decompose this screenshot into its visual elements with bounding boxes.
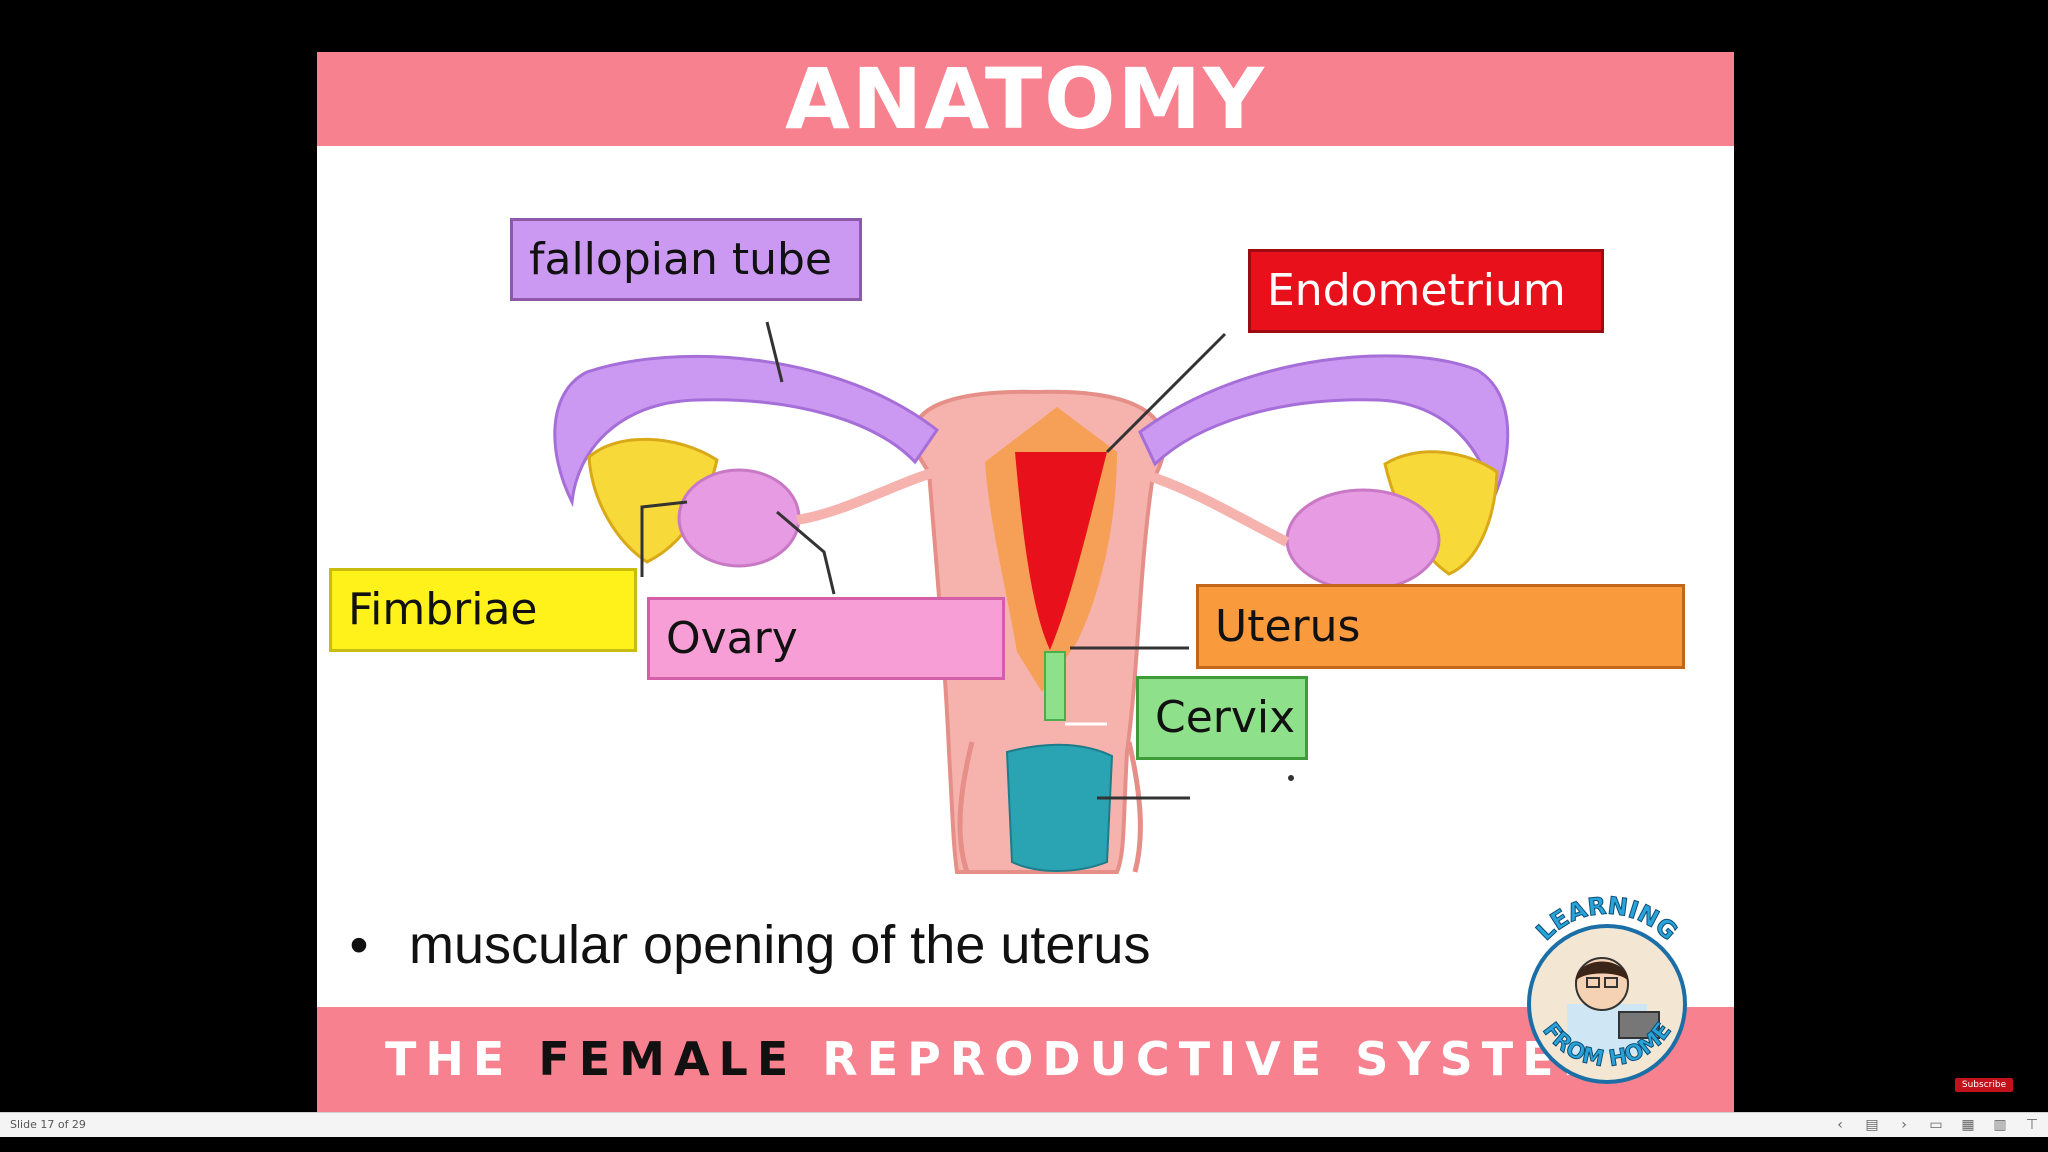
reading-view-icon[interactable]: ▥ [1993, 1117, 2007, 1133]
footer-emphasis: FEMALE [538, 1032, 798, 1086]
prev-icon[interactable]: ‹ [1837, 1117, 1843, 1133]
status-bar-controls: ‹ ▤ › ▭ ▦ ▥ ⊤ [1830, 1116, 2042, 1134]
left-fallopian-tube [553, 354, 940, 508]
label-fimbriae: Fimbriae [329, 568, 637, 652]
footer-banner [317, 1007, 1734, 1112]
footer-prefix: THE [385, 1032, 539, 1086]
right-ovary [1285, 488, 1441, 592]
slide-canvas: ANATOMY f [317, 52, 1734, 1112]
label-uterus: Uterus [1196, 584, 1685, 669]
cervix-shape [1044, 651, 1066, 721]
sorter-view-icon[interactable]: ▦ [1961, 1117, 1975, 1133]
slide-counter: Slide 17 of 29 [10, 1118, 86, 1131]
footer-title: THE FEMALE REPRODUCTIVE SYSTEM [385, 1030, 1617, 1088]
footer-suffix: REPRODUCTIVE SYSTEM [797, 1032, 1618, 1086]
label-endometrium: Endometrium [1248, 249, 1604, 333]
label-ovary: Ovary [647, 597, 1005, 680]
slideshow-icon[interactable]: ⊤ [2025, 1117, 2039, 1133]
learning-from-home-logo: LEARNING FROM HOME [1527, 894, 1687, 1084]
presentation-status-bar: Slide 17 of 29 ‹ ▤ › ▭ ▦ ▥ ⊤ [0, 1112, 2048, 1137]
next-icon[interactable]: › [1901, 1117, 1907, 1133]
normal-view-icon[interactable]: ▭ [1929, 1117, 1943, 1133]
left-ovary [677, 468, 801, 568]
slide-bullet-point: • muscular opening of the uterus [337, 914, 1151, 976]
label-cervix: Cervix [1136, 676, 1308, 760]
vagina-shape [1005, 743, 1114, 872]
title-banner [317, 52, 1734, 146]
youtube-subscribe-badge[interactable]: Subscribe [1955, 1078, 2013, 1092]
reproductive-anatomy-diagram [553, 321, 1510, 874]
label-fallopian-tube: fallopian tube [510, 218, 862, 301]
bullet-text: muscular opening of the uterus [409, 915, 1151, 975]
bullet-marker: • [349, 915, 369, 975]
slide-title: ANATOMY [785, 52, 1266, 148]
menu-icon[interactable]: ▤ [1865, 1117, 1879, 1133]
endometrium-shape [1015, 452, 1107, 650]
